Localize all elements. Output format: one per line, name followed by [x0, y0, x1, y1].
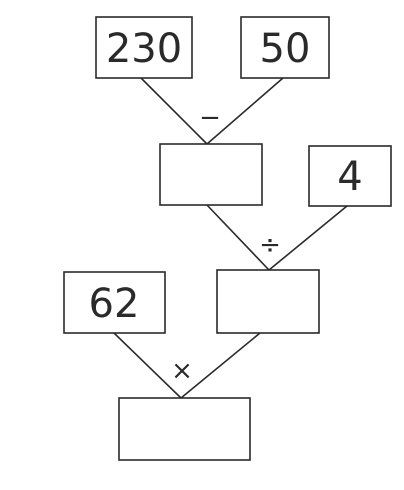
multiply-operator: × [171, 356, 193, 386]
input-value-50: 50 [260, 26, 311, 72]
connector-62-to-product [113, 332, 182, 399]
input-box-50: 50 [240, 16, 330, 79]
divide-operator: ÷ [259, 230, 281, 260]
result-box-difference-frame[interactable] [159, 143, 263, 206]
result-box-product[interactable] [118, 397, 251, 461]
input-value-4: 4 [337, 154, 362, 200]
input-box-4-frame [308, 145, 392, 207]
input-box-230-frame [95, 16, 193, 79]
input-box-62-frame [63, 271, 166, 334]
result-box-product-frame[interactable] [118, 397, 251, 461]
connectors [113, 77, 348, 399]
connector-230-to-difference [140, 77, 208, 145]
input-value-230: 230 [106, 26, 182, 72]
input-box-62: 62 [63, 271, 166, 334]
result-box-quotient[interactable] [216, 269, 320, 334]
subtract-operator: − [199, 103, 221, 133]
input-value-62: 62 [89, 281, 140, 327]
input-box-230: 230 [95, 16, 193, 79]
connector-quotient-to-product [180, 332, 261, 399]
connector-50-to-difference [206, 77, 284, 145]
result-box-difference[interactable] [159, 143, 263, 206]
result-box-quotient-frame[interactable] [216, 269, 320, 334]
input-box-4: 4 [308, 145, 392, 207]
connector-difference-to-quotient [205, 203, 270, 271]
connector-4-to-quotient [268, 205, 348, 271]
input-box-50-frame [240, 16, 330, 79]
